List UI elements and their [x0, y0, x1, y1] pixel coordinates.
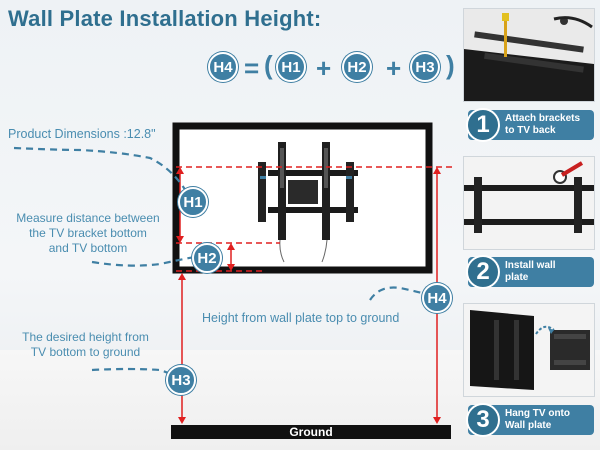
- step-2-photo: [463, 156, 595, 250]
- connector-measure: [91, 254, 201, 267]
- marker-h1: H1: [178, 187, 208, 217]
- formula-h1: H1: [276, 52, 306, 82]
- connector-product-dims: [13, 146, 191, 199]
- label-product-dimensions: Product Dimensions :12.8": [8, 127, 156, 141]
- step-2-line-1: Install wall: [505, 260, 556, 271]
- step-3-photo: [463, 303, 595, 397]
- label-measure-line-3: and TV bottom: [48, 241, 128, 255]
- height-formula: H4 = ( H1 + H2 + H3 ): [208, 48, 458, 88]
- step-2-number: 2: [466, 255, 500, 289]
- step-3-number: 3: [466, 403, 500, 437]
- step-1-number: 1: [466, 108, 500, 142]
- cord-right: [321, 239, 328, 263]
- wall-plate-bracket: [258, 142, 358, 240]
- step-3-line-1: Hang TV onto: [505, 408, 570, 419]
- marker-h3: H3: [166, 365, 196, 395]
- step-3-text: Hang TV onto Wall plate: [505, 408, 593, 432]
- formula-open-paren: (: [264, 50, 273, 80]
- step-2-text: Install wall plate: [505, 260, 593, 284]
- formula-h4: H4: [208, 52, 238, 82]
- cord-left: [279, 239, 285, 263]
- connector-desired: [91, 367, 179, 379]
- label-desired-line-1: The desired height from: [22, 330, 149, 344]
- step-1-line-1: Attach brackets: [505, 113, 581, 124]
- step-1-text: Attach brackets to TV back: [505, 113, 593, 137]
- marker-h4: H4: [422, 283, 452, 313]
- formula-h2: H2: [342, 52, 372, 82]
- page-title: Wall Plate Installation Height:: [8, 6, 322, 31]
- formula-h3: H3: [410, 52, 440, 82]
- marker-h2: H2: [192, 243, 222, 273]
- step-3-line-2: Wall plate: [505, 420, 552, 431]
- label-measure-line-1: Measure distance between: [16, 211, 160, 225]
- label-measure-line-2: the TV bracket bottom: [29, 226, 147, 240]
- formula-equals: =: [244, 53, 260, 83]
- formula-plus-1: +: [316, 53, 332, 83]
- formula-plus-2: +: [386, 53, 402, 83]
- label-desired-line-2: TV bottom to ground: [30, 345, 141, 359]
- step-1-line-2: to TV back: [505, 125, 556, 136]
- formula-close-paren: ): [446, 50, 455, 80]
- step-1-photo: [463, 8, 595, 102]
- label-wall-plate-height: Height from wall plate top to ground: [202, 311, 400, 325]
- label-desired-height: The desired height from TV bottom to gro…: [8, 330, 163, 360]
- ground-bar: Ground: [171, 425, 451, 439]
- step-2-line-2: plate: [505, 272, 529, 283]
- label-measure-distance: Measure distance between the TV bracket …: [8, 211, 168, 256]
